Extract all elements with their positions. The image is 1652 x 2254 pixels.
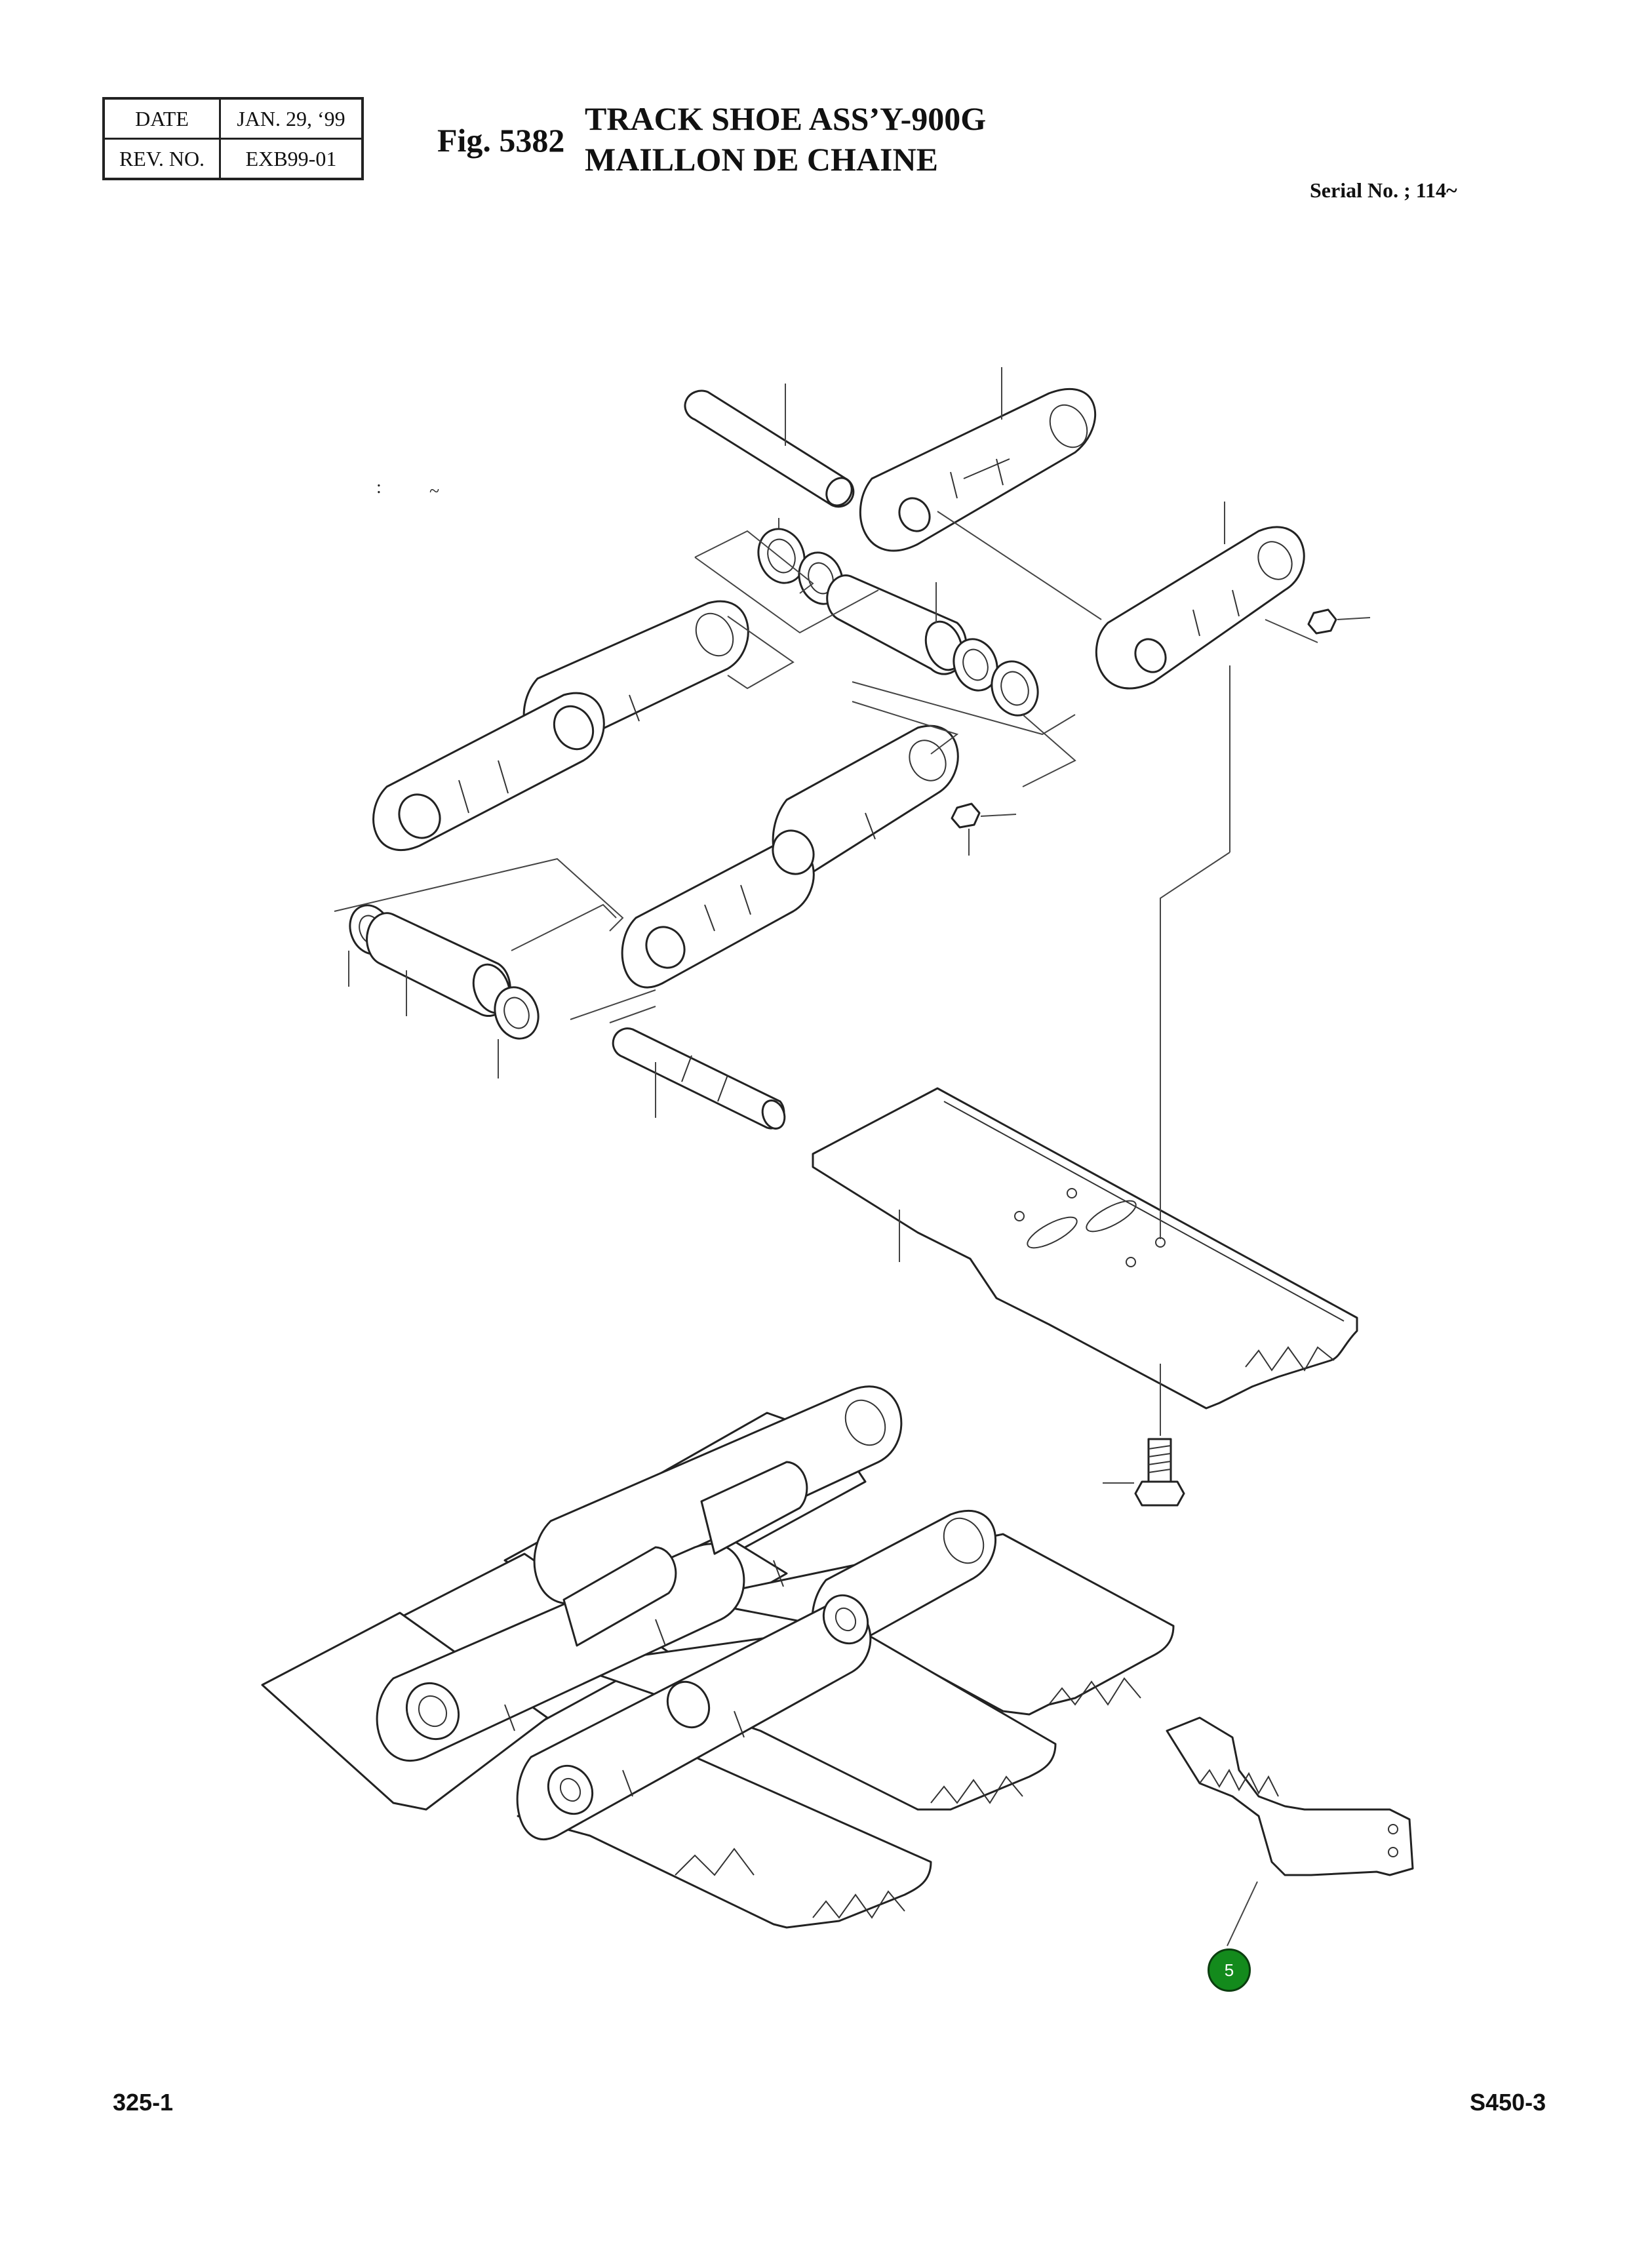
stray-tilde-mark: ~ [429, 481, 440, 502]
link-guard [1166, 1716, 1414, 1947]
rev-no-label: REV. NO. [102, 138, 221, 180]
track-link-right-2 [1095, 502, 1305, 690]
shoe-bolt [1103, 1364, 1185, 1507]
track-link-center-pair [511, 701, 959, 989]
track-pin-upper [684, 384, 855, 508]
bushing-upper [826, 574, 968, 675]
rev-no-value: EXB99-01 [219, 138, 364, 180]
track-link-right-1 [859, 367, 1102, 620]
track-shoe-plate [812, 665, 1358, 1410]
bushing-lower [366, 912, 511, 1018]
page-number-left: 325-1 [113, 2089, 174, 2116]
figure-title-english: TRACK SHOE ASS’Y-900G [585, 100, 987, 137]
page-number-right: S450-3 [1470, 2089, 1546, 2116]
date-label: DATE [102, 97, 221, 140]
date-value: JAN. 29, ‘99 [219, 97, 364, 140]
assembled-track-shoes [261, 1385, 1175, 1929]
nut-right [1265, 608, 1371, 643]
figure-title-french: MAILLON DE CHAINE [585, 141, 938, 178]
figure-number: Fig. 5382 [437, 122, 565, 159]
revision-table: DATE JAN. 29, ‘99 REV. NO. EXB99-01 [102, 97, 364, 180]
dust-seal-lower-2 [494, 986, 540, 1078]
dust-seal-upper-3 [953, 638, 998, 692]
figure-title: TRACK SHOE ASS’Y-900G MAILLON DE CHAINE [585, 98, 986, 180]
stray-colon-mark: : [376, 477, 382, 498]
track-pin-lower [609, 1006, 786, 1130]
nut-center [951, 802, 1017, 856]
serial-number: Serial No. ; 114~ [1310, 178, 1457, 202]
dust-seal-upper-1 [757, 518, 806, 584]
part-callout-5[interactable]: 5 [1208, 1948, 1251, 1992]
dust-seal-upper-4 [991, 660, 1039, 717]
track-link-left-pair [372, 600, 795, 851]
